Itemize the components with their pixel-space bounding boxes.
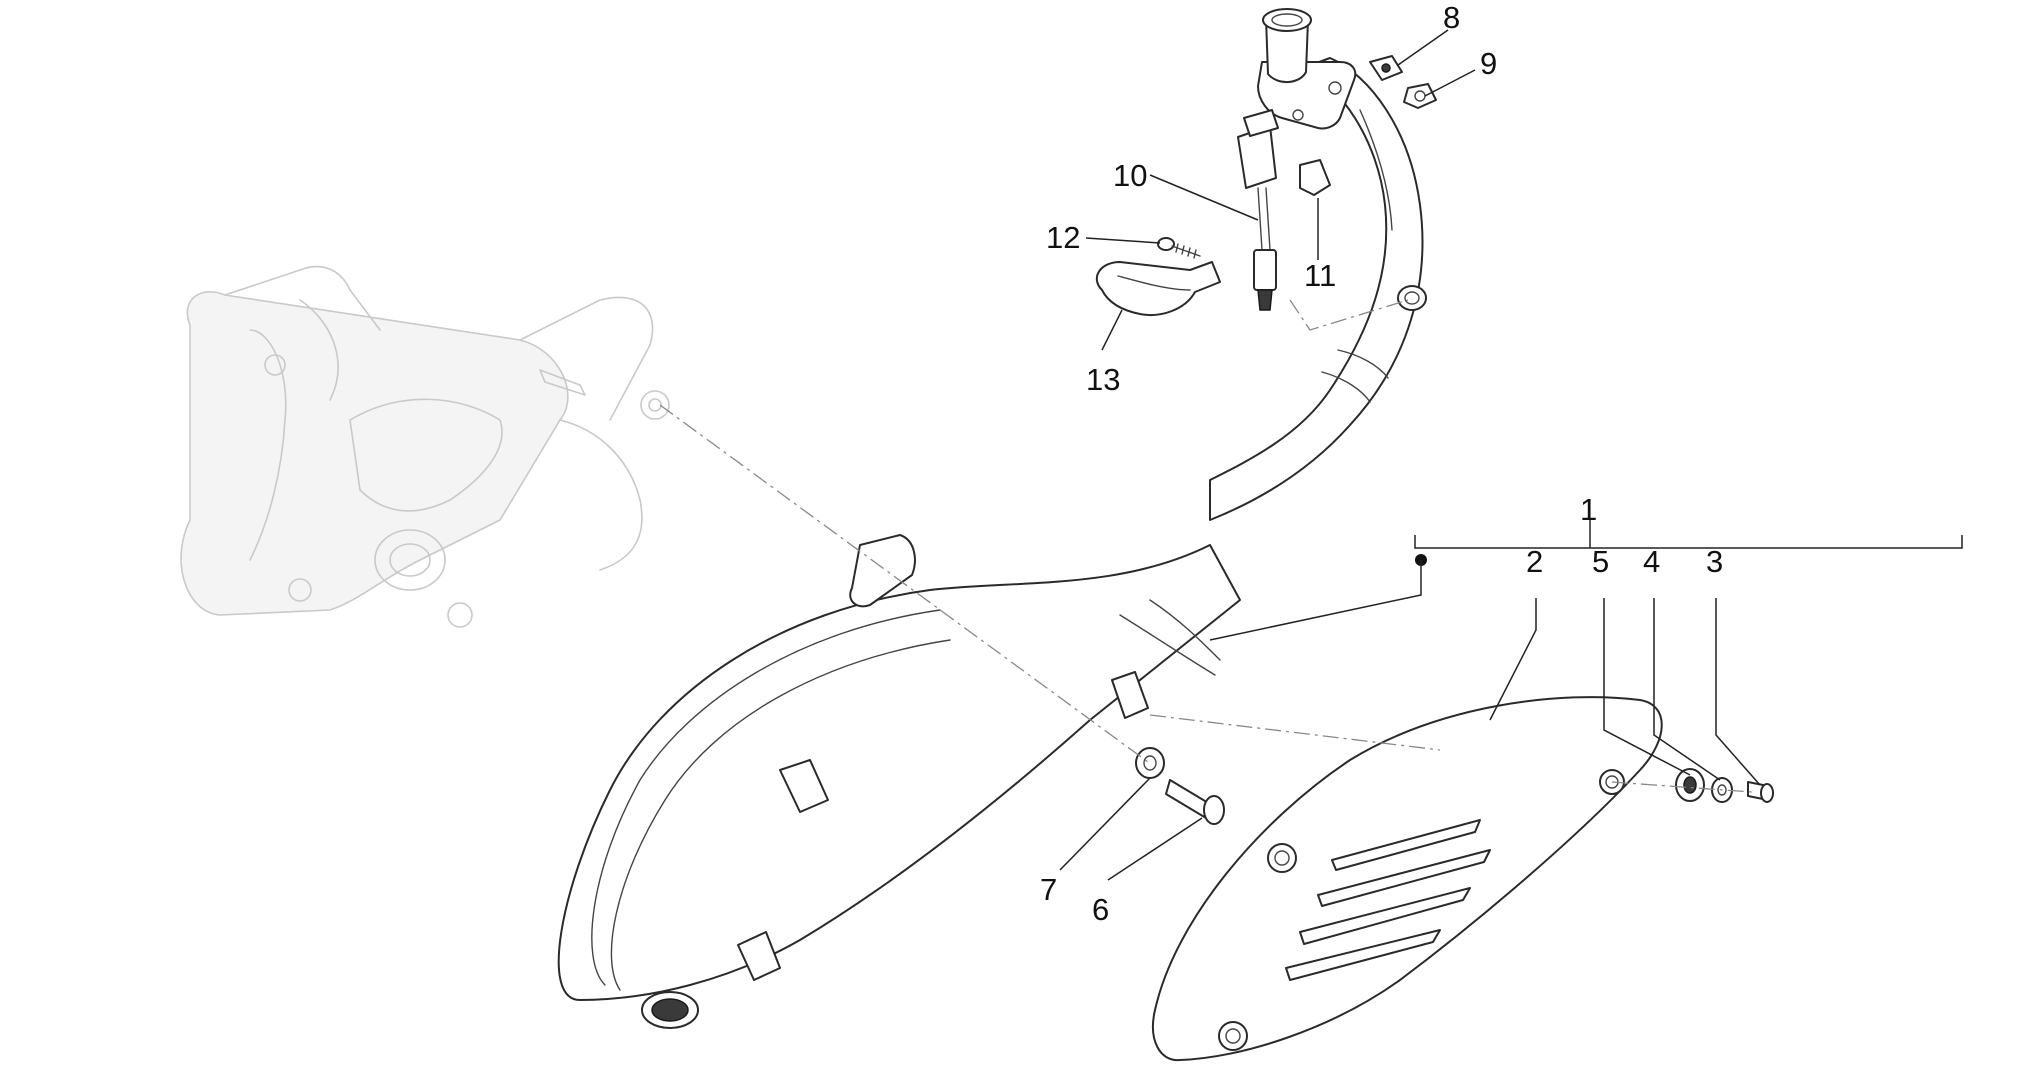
washer-8 — [1369, 55, 1403, 81]
leader-lines — [1059, 29, 1963, 881]
callout-8: 8 — [1443, 0, 1460, 35]
exhaust-flange — [1257, 8, 1357, 130]
bolt-3 — [1747, 781, 1774, 803]
callout-labels: 8 9 10 11 12 13 1 2 5 4 3 7 6 — [1040, 0, 1723, 927]
callout-5: 5 — [1592, 544, 1609, 579]
oxygen-sensor — [1237, 109, 1279, 311]
callout-12: 12 — [1046, 220, 1080, 255]
callout-6: 6 — [1092, 892, 1109, 927]
engine-bracket-ghost — [180, 265, 670, 628]
callout-7: 7 — [1040, 872, 1057, 907]
sensor-clip — [1299, 159, 1331, 196]
bolt-6 — [1165, 779, 1225, 825]
callout-3: 3 — [1706, 544, 1723, 579]
nut-9 — [1403, 83, 1437, 109]
assembly-lines — [659, 299, 1753, 793]
callout-11: 11 — [1304, 258, 1336, 293]
heat-shield — [1152, 696, 1663, 1062]
callout-13: 13 — [1086, 362, 1120, 397]
callout-10: 10 — [1113, 158, 1147, 193]
callout-2: 2 — [1526, 544, 1543, 579]
callout-4: 4 — [1643, 544, 1660, 579]
muffler-body — [557, 534, 1241, 1029]
callout-1: 1 — [1580, 492, 1597, 527]
screw-12 — [1157, 237, 1201, 259]
grommet-5 — [1675, 768, 1705, 802]
clamp-13 — [1095, 261, 1221, 316]
washer-7 — [1135, 747, 1165, 779]
callout-9: 9 — [1480, 46, 1497, 81]
